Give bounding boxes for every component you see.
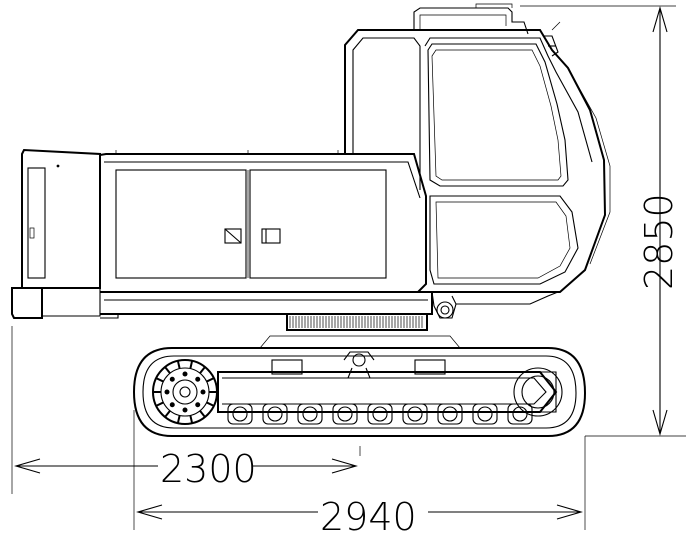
track-roller: [337, 406, 353, 422]
sprocket-bolt: [195, 376, 201, 382]
track-roller: [267, 406, 283, 422]
upper-structure: [11, 148, 559, 319]
swing-bearing: [286, 313, 428, 331]
sprocket-tooth: [206, 377, 215, 383]
sprocket-tooth: [199, 366, 206, 374]
sprocket-bolt: [164, 389, 170, 395]
sprocket-tooth: [155, 377, 164, 383]
track-roller-housing: [227, 403, 253, 425]
track-roller-housing: [262, 403, 288, 425]
sprocket-tooth: [164, 410, 171, 418]
track-roller-housing: [367, 403, 393, 425]
track-roller-housing: [472, 403, 498, 425]
sprocket-bolt: [195, 402, 201, 408]
track-roller-housing: [402, 403, 428, 425]
track-roller: [512, 406, 528, 422]
sprocket-tooth: [199, 410, 206, 418]
sprocket-tooth: [155, 401, 164, 407]
sprocket-bolt: [182, 407, 188, 413]
sprocket-bolt: [182, 371, 188, 377]
sprocket-tooth: [189, 415, 194, 424]
track-roller: [477, 406, 493, 422]
sprocket-bolt: [169, 402, 175, 408]
overall-length-dimension-label: 2940: [320, 495, 417, 536]
tail-width-dimension-label: 2300: [160, 447, 257, 491]
dimension-overall-length: 2940: [133, 410, 586, 536]
cab: [344, 3, 611, 293]
sprocket-tooth: [176, 360, 181, 369]
sprocket-bolt: [169, 376, 175, 382]
track-roller-housing: [297, 403, 323, 425]
sprocket-tooth: [189, 360, 194, 369]
track-roller-housing: [507, 403, 533, 425]
track-roller: [442, 406, 458, 422]
track-roller-housing: [332, 403, 358, 425]
undercarriage: [132, 335, 587, 437]
sprocket-bolt: [200, 389, 206, 395]
track-roller: [372, 406, 388, 422]
track-roller: [407, 406, 423, 422]
height-dimension-label: 2850: [637, 193, 681, 290]
sprocket-tooth: [164, 366, 171, 374]
sprocket-tooth: [176, 415, 181, 424]
dimension-tail-width: 2300: [11, 326, 361, 494]
track-roller: [302, 406, 318, 422]
track-roller-housing: [437, 403, 463, 425]
sprocket-tooth: [206, 401, 215, 407]
dimension-height: 2850: [520, 5, 686, 437]
track-roller: [232, 406, 248, 422]
